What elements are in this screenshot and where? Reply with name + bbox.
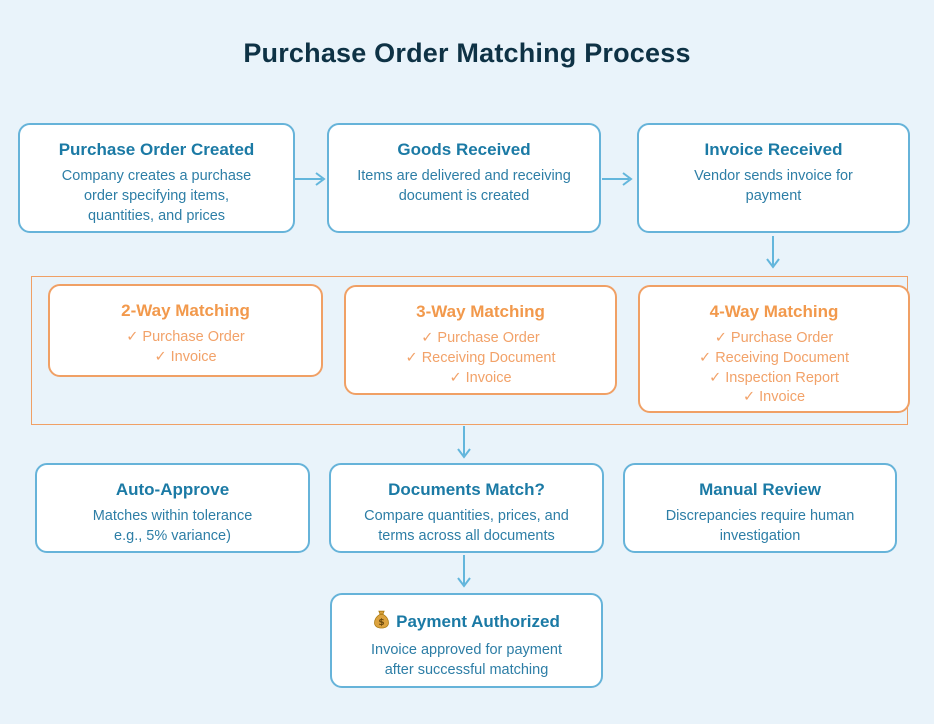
matching-heading: 4-Way Matching xyxy=(709,302,839,321)
outcome-description: Matches within tolerance e.g., 5% varian… xyxy=(92,508,253,544)
check-item: ✓ Receiving Document xyxy=(699,349,849,366)
matching-3-way: 3-Way Matching ✓ Purchase Order ✓ Receiv… xyxy=(344,285,617,395)
check-item: ✓ Receiving Document xyxy=(405,349,556,366)
outcome-description: Discrepancies require human investigatio… xyxy=(665,508,855,544)
outcome-manual-review: Manual Review Discrepancies require huma… xyxy=(623,463,897,553)
step-description: Company creates a purchase order specify… xyxy=(61,168,252,224)
arrow-down-icon xyxy=(765,236,781,272)
decision-documents-match: Documents Match? Compare quantities, pri… xyxy=(329,463,604,553)
step-invoice-received: Invoice Received Vendor sends invoice fo… xyxy=(637,123,910,233)
decision-heading: Documents Match? xyxy=(388,480,545,499)
check-item: ✓ Inspection Report xyxy=(709,369,839,386)
step-heading: Invoice Received xyxy=(704,140,843,159)
step-purchase-order-created: Purchase Order Created Company creates a… xyxy=(18,123,295,233)
matching-2-way: 2-Way Matching ✓ Purchase Order ✓ Invoic… xyxy=(48,284,323,377)
outcome-auto-approve: Auto-Approve Matches within tolerance e.… xyxy=(35,463,310,553)
step-goods-received: Goods Received Items are delivered and r… xyxy=(327,123,601,233)
check-item: ✓ Purchase Order xyxy=(126,329,245,346)
arrow-right-icon xyxy=(602,171,636,187)
step-description: Invoice approved for payment after succe… xyxy=(370,642,563,678)
step-heading: Goods Received xyxy=(397,140,531,159)
check-item: ✓ Invoice xyxy=(449,369,512,386)
step-description: Items are delivered and receiving docume… xyxy=(357,168,571,204)
step-payment-authorized: $ Payment Authorized Invoice approved fo… xyxy=(330,593,603,688)
outcome-heading: Auto-Approve xyxy=(115,480,230,499)
svg-text:$: $ xyxy=(379,618,385,628)
check-item: ✓ Purchase Order xyxy=(421,330,540,347)
step-heading: Purchase Order Created xyxy=(58,140,255,159)
step-heading: Payment Authorized xyxy=(396,612,560,631)
check-item: ✓ Invoice xyxy=(154,348,217,365)
arrow-down-icon xyxy=(456,555,472,591)
money-bag-icon: $ xyxy=(373,610,390,634)
arrow-down-icon xyxy=(456,426,472,462)
arrow-right-icon xyxy=(295,171,329,187)
check-item: ✓ Purchase Order xyxy=(714,330,834,347)
step-description: Vendor sends invoice for payment xyxy=(694,168,853,204)
page-title: Purchase Order Matching Process xyxy=(243,38,691,68)
matching-4-way: 4-Way Matching ✓ Purchase Order ✓ Receiv… xyxy=(638,285,910,413)
decision-description: Compare quantities, prices, and terms ac… xyxy=(364,508,569,544)
matching-heading: 3-Way Matching xyxy=(416,302,545,321)
outcome-heading: Manual Review xyxy=(699,480,821,499)
check-item: ✓ Invoice xyxy=(742,389,806,406)
matching-heading: 2-Way Matching xyxy=(121,301,250,320)
